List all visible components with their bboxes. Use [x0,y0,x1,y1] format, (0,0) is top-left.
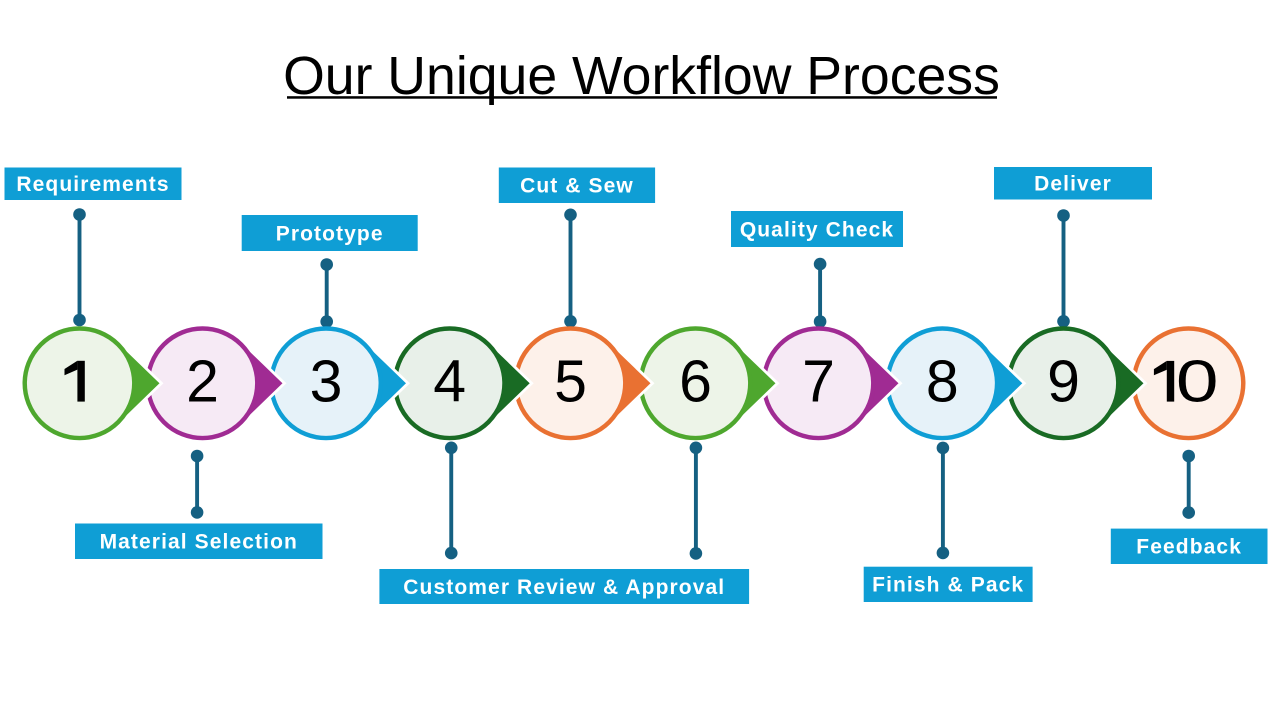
svg-text:2: 2 [186,349,219,415]
svg-text:3: 3 [310,349,343,415]
svg-text:8: 8 [926,349,959,415]
svg-text:Our Unique Workflow Process: Our Unique Workflow Process [283,46,1000,106]
svg-text:9: 9 [1047,349,1080,415]
svg-text:Quality Check: Quality Check [740,218,894,241]
svg-text:0: 0 [1176,349,1219,415]
svg-text:Feedback: Feedback [1136,536,1242,559]
svg-text:Cut & Sew: Cut & Sew [520,175,634,198]
svg-text:Prototype: Prototype [276,222,384,245]
svg-text:7: 7 [802,349,835,415]
svg-text:5: 5 [554,349,587,415]
svg-text:Deliver: Deliver [1034,173,1112,196]
svg-text:Requirements: Requirements [16,173,169,196]
svg-text:4: 4 [433,349,466,415]
svg-text:6: 6 [679,349,712,415]
svg-text:Material Selection: Material Selection [100,531,298,554]
svg-text:Customer Review & Approval: Customer Review & Approval [403,576,725,599]
svg-text:Finish & Pack: Finish & Pack [872,574,1024,597]
